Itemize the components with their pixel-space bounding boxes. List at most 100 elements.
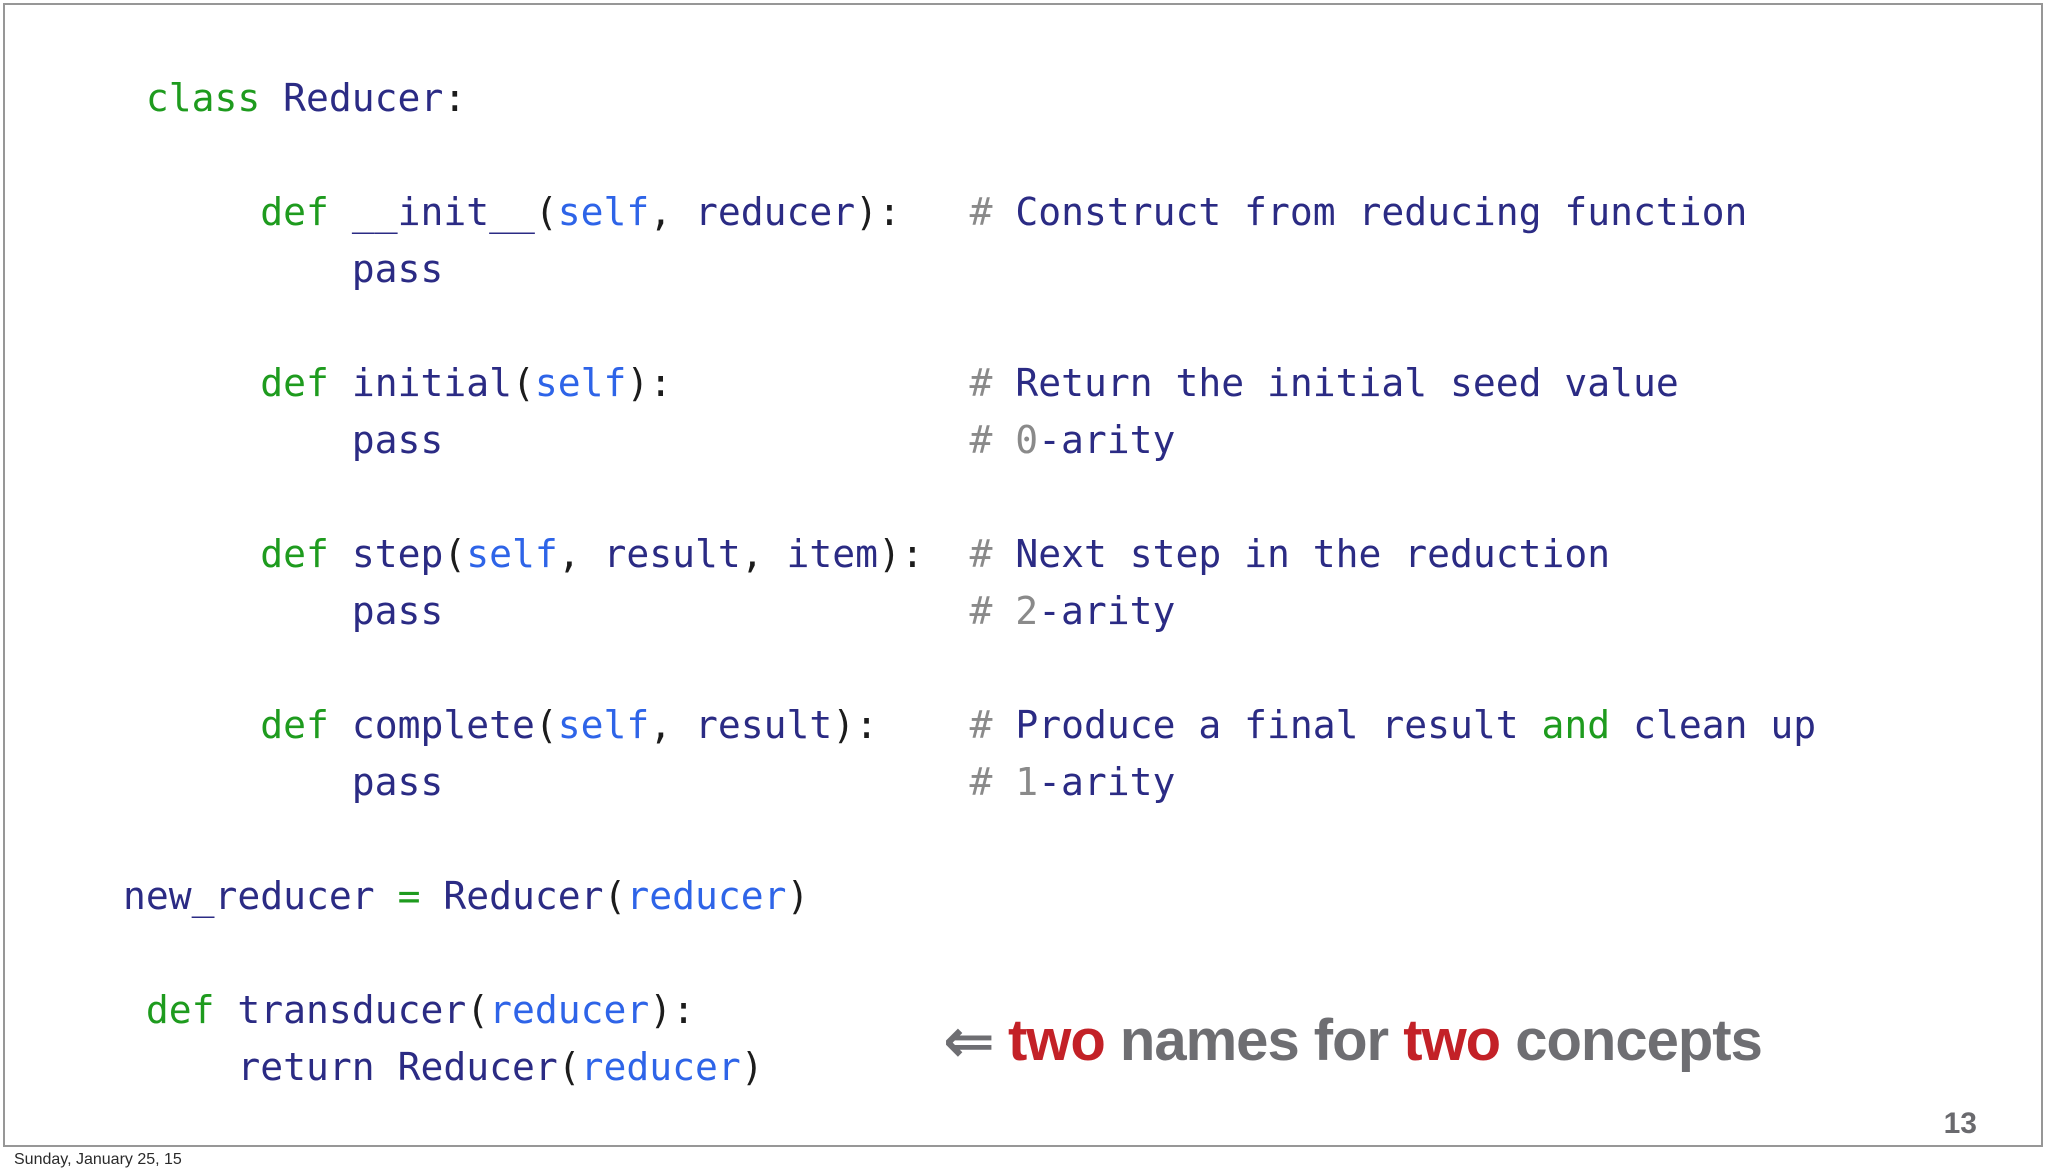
code-token: ):: [832, 703, 970, 747]
annotation-text: two names for two concepts: [1007, 1008, 1763, 1073]
code-token: [123, 988, 146, 1032]
code-token: (: [466, 988, 490, 1032]
code-token: [123, 190, 260, 234]
code-line: def __init__(self, reducer): # Construct…: [123, 184, 1816, 241]
code-token: [123, 76, 146, 120]
code-token: #: [969, 703, 1016, 747]
code-token: Return the initial seed value: [1015, 361, 1679, 405]
code-token: def: [145, 988, 215, 1032]
code-token: def: [260, 190, 329, 234]
code-token: complete: [351, 703, 535, 747]
code-token: # 2: [969, 589, 1039, 633]
code-token: [123, 1045, 237, 1089]
code-token: #: [969, 361, 1016, 405]
code-line: pass # 1-arity: [123, 754, 1816, 811]
code-token: [123, 703, 260, 747]
code-token: transducer: [237, 988, 467, 1032]
code-token: [123, 760, 352, 804]
code-line: def complete(self, result): # Produce a …: [123, 697, 1816, 754]
code-token: ): [786, 874, 810, 918]
code-token: ,: [649, 703, 696, 747]
code-token: [123, 589, 352, 633]
code-token: [420, 874, 443, 918]
code-token: pass: [351, 247, 444, 291]
code-token: result: [603, 532, 741, 576]
code-token: #: [969, 190, 1016, 234]
code-token: [215, 988, 238, 1032]
code-token: (: [511, 361, 535, 405]
annotation-plain: names for: [1104, 1008, 1404, 1073]
code-token: self: [557, 703, 650, 747]
code-token: ): [740, 1045, 764, 1089]
code-token: reducer: [580, 1045, 741, 1089]
code-line: return Reducer(reducer): [123, 1039, 1816, 1096]
annotation-emphasis: two: [1007, 1008, 1106, 1073]
code-token: item: [786, 532, 879, 576]
code-token: -arity: [1038, 760, 1176, 804]
code-token: class: [145, 76, 261, 120]
code-token: [123, 418, 352, 462]
code-token: result: [695, 703, 833, 747]
code-line: def initial(self): # Return the initial …: [123, 355, 1816, 412]
slide: class Reducer: def __init__(self, reduce…: [3, 3, 2043, 1147]
code-token: # 0: [969, 418, 1039, 462]
code-token: (: [534, 190, 558, 234]
page-number: 13: [1943, 1107, 1977, 1140]
code-token: [443, 589, 969, 633]
code-line: [123, 925, 1816, 982]
code-token: ,: [740, 532, 787, 576]
code-token: new_reducer: [123, 874, 375, 918]
code-token: (: [557, 1045, 581, 1089]
code-line: new_reducer = Reducer(reducer): [123, 868, 1816, 925]
code-token: def: [260, 532, 329, 576]
code-token: Construct from reducing function: [1015, 190, 1748, 234]
code-token: reducer: [695, 190, 856, 234]
code-line: def transducer(reducer):: [123, 982, 1816, 1039]
code-token: [123, 361, 260, 405]
annotation-plain: concepts: [1500, 1008, 1763, 1073]
code-token: def: [260, 361, 329, 405]
left-double-arrow-icon: ⇐: [943, 1004, 995, 1077]
code-token: ):: [878, 532, 970, 576]
code-token: step: [351, 532, 444, 576]
code-token: ,: [557, 532, 604, 576]
code-token: [329, 703, 352, 747]
code-token: pass: [351, 760, 444, 804]
code-token: -arity: [1038, 418, 1176, 462]
annotation: ⇐two names for two concepts: [943, 1004, 1763, 1092]
code-line: [123, 298, 1816, 355]
code-token: #: [969, 532, 1016, 576]
code-token: ,: [649, 190, 696, 234]
code-token: and: [1541, 703, 1611, 747]
code-token: pass: [351, 589, 444, 633]
code-token: Reducer: [283, 76, 444, 120]
code-token: # 1: [969, 760, 1039, 804]
code-line: [123, 640, 1816, 697]
code-token: [443, 760, 969, 804]
code-token: [123, 247, 352, 291]
code-token: =: [397, 874, 421, 918]
code-token: (: [443, 532, 467, 576]
code-token: self: [534, 361, 627, 405]
code-token: [329, 190, 352, 234]
code-line: pass # 0-arity: [123, 412, 1816, 469]
code-token: def: [260, 703, 329, 747]
code-token: initial: [351, 361, 512, 405]
code-token: __init__: [351, 190, 535, 234]
code-token: ):: [626, 361, 970, 405]
code-token: reducer: [626, 874, 787, 918]
code-token: clean up: [1610, 703, 1817, 747]
code-token: Reducer: [397, 1045, 558, 1089]
annotation-emphasis: two: [1403, 1008, 1501, 1073]
code-line: pass: [123, 241, 1816, 298]
code-token: (: [534, 703, 558, 747]
code-token: Next step in the reduction: [1015, 532, 1611, 576]
code-token: [329, 532, 352, 576]
code-line: class Reducer:: [123, 70, 1816, 127]
code-line: [123, 811, 1816, 868]
code-token: return: [237, 1045, 375, 1089]
code-token: self: [557, 190, 650, 234]
code-line: [123, 469, 1816, 526]
code-token: [443, 418, 969, 462]
code-token: Reducer: [443, 874, 604, 918]
